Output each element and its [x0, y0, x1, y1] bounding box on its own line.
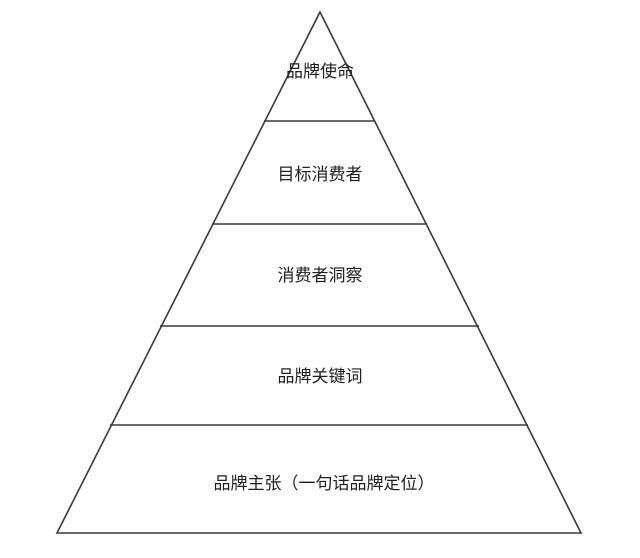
tier-label-target-consumer: 目标消费者 — [278, 165, 363, 185]
tier-label-brand-keywords: 品牌关键词 — [278, 367, 363, 387]
tier-label-consumer-insight: 消费者洞察 — [278, 266, 363, 286]
tier-label-mission: 品牌使命 — [286, 61, 354, 82]
pyramid-outline — [55, 10, 583, 534]
tier-label-brand-proposition: 品牌主张（一句话品牌定位） — [214, 474, 435, 494]
